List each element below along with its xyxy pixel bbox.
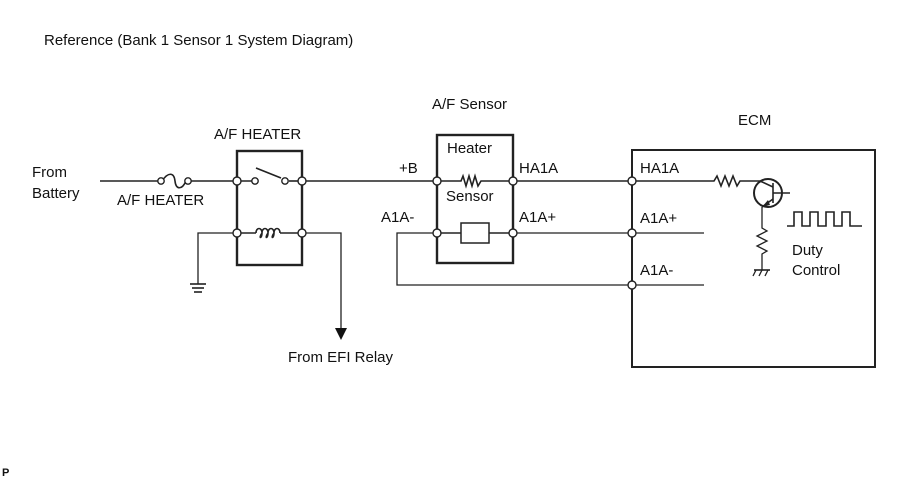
sensor-box [435, 133, 515, 265]
ground-icon [190, 283, 206, 293]
chassis-ground-icon [752, 269, 770, 277]
sensor-label: Sensor [446, 188, 494, 205]
ecm-resistor-icon [636, 173, 760, 189]
square-wave-icon [787, 211, 862, 227]
ecm-box [631, 149, 876, 368]
diagram-title: Reference (Bank 1 Sensor 1 System Diagra… [44, 32, 353, 49]
relay-box [235, 149, 304, 267]
duty-control-label-line2: Control [792, 262, 840, 279]
sensor-terminal-a1a-minus [432, 228, 442, 238]
ecm-pin-ha1a: HA1A [640, 160, 679, 177]
ecm-pin-a1a-plus: A1A+ [640, 210, 677, 227]
sensor-pin-plus-b: +B [399, 160, 418, 177]
sensor-pin-ha1a: HA1A [519, 160, 558, 177]
sensor-terminal-a1a-plus [508, 228, 518, 238]
sensor-pin-a1a-minus: A1A- [381, 209, 414, 226]
resistor-icon [437, 173, 513, 189]
ecm-terminal-a1a-plus [627, 228, 637, 238]
sensor-title: A/F Sensor [432, 96, 507, 113]
efi-relay-wire [306, 232, 342, 330]
a1a-minus-wire [396, 232, 628, 286]
footer-mark: P [2, 467, 9, 479]
from-battery-label-line1: From [32, 164, 67, 181]
relay-switch-icon [237, 167, 302, 185]
ecm-terminal-ha1a [627, 176, 637, 186]
from-battery-label-line2: Battery [32, 185, 80, 202]
sensor-terminal-plus-b [432, 176, 442, 186]
duty-control-label-line1: Duty [792, 242, 823, 259]
coil-icon [237, 227, 302, 239]
ecm-terminal-a1a-minus [627, 280, 637, 290]
relay-terminal-out [297, 176, 307, 186]
fuse-icon [157, 173, 192, 189]
ecm-pin-a1a-minus: A1A- [640, 262, 673, 279]
relay-label: A/F HEATER [214, 126, 301, 143]
efi-relay-label: From EFI Relay [288, 349, 394, 366]
fuse-label: A/F HEATER [117, 192, 204, 209]
arrow-down-icon [335, 328, 347, 340]
ecm-title: ECM [738, 112, 771, 129]
sensor-element-icon [437, 222, 513, 244]
ground-wire [197, 232, 233, 284]
relay-coil-terminal-ground [232, 228, 242, 238]
sensor-pin-a1a-plus: A1A+ [519, 209, 556, 226]
relay-terminal-in [232, 176, 242, 186]
relay-coil-terminal-efi [297, 228, 307, 238]
sensor-terminal-ha1a [508, 176, 518, 186]
ecm-pulldown-resistor-icon [755, 207, 769, 270]
transistor-icon [753, 178, 790, 208]
heater-label: Heater [447, 140, 492, 157]
